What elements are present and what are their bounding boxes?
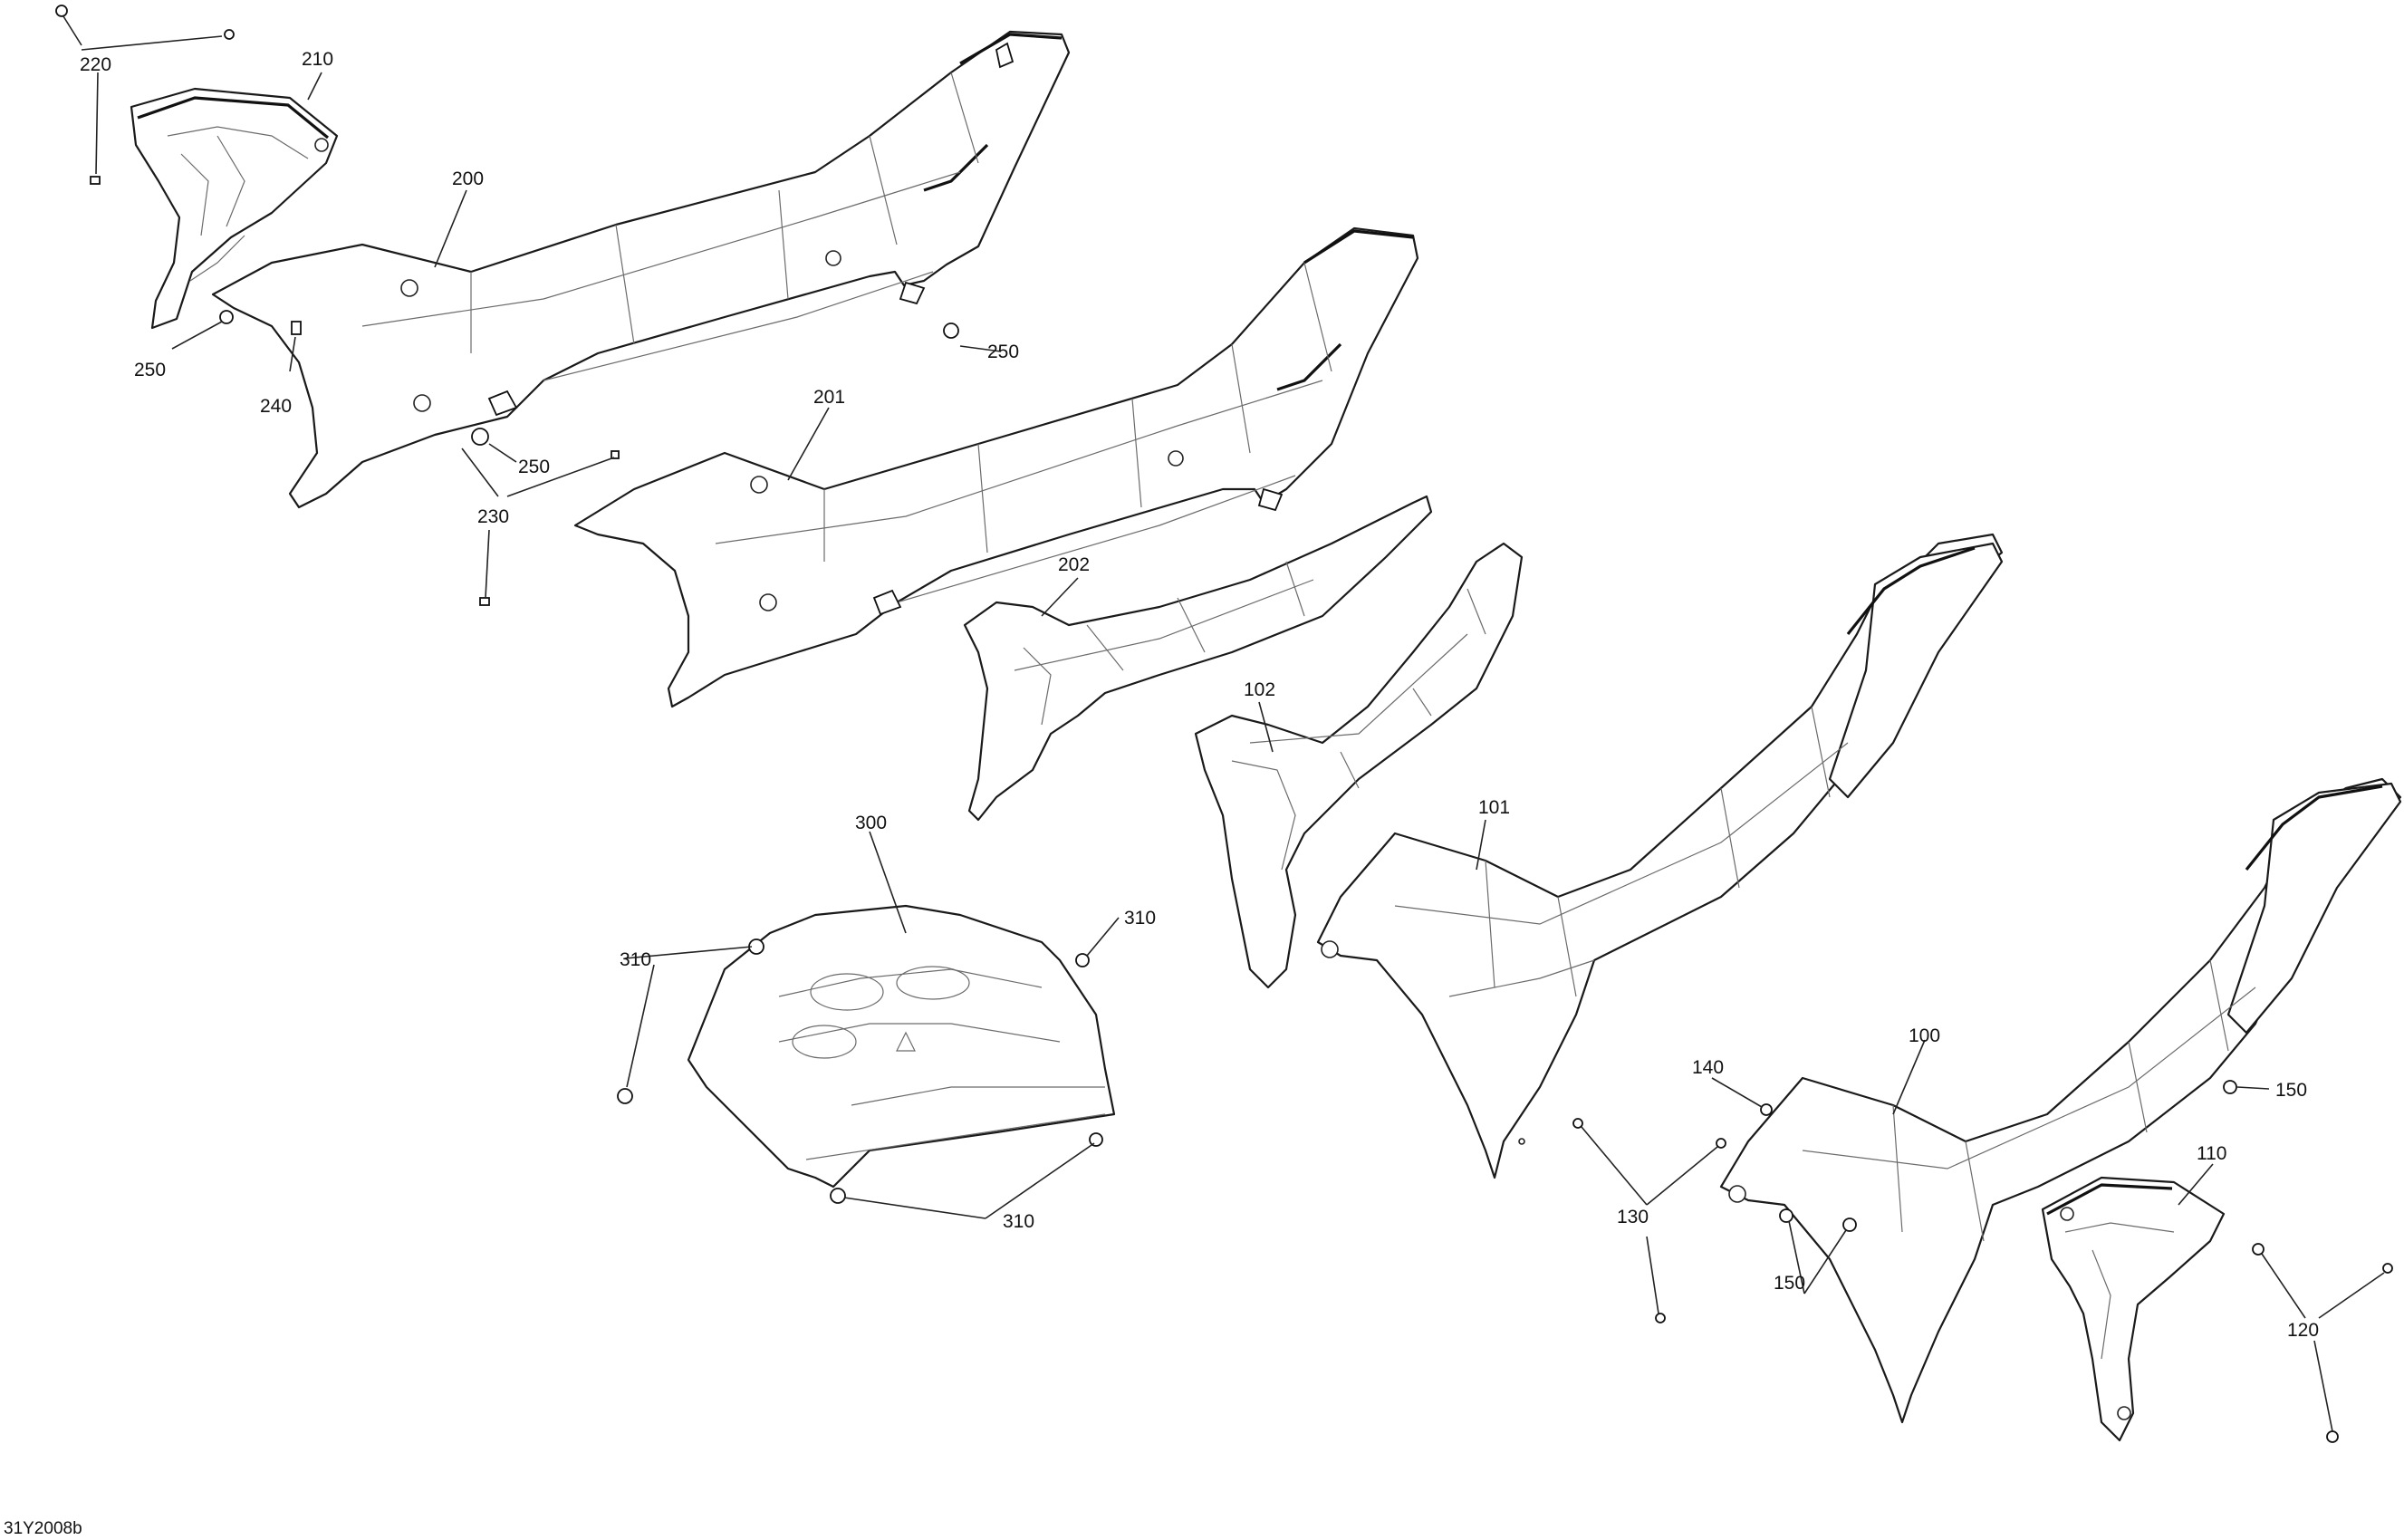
drawing-reference-code: 31Y2008b [4,1519,82,1538]
callout-230: 230 [477,506,509,527]
callout-140: 140 [1692,1057,1724,1078]
part-201-side-panel [573,226,1419,708]
callout-201: 201 [813,387,845,408]
callout-250-right: 250 [987,342,1019,362]
callout-310-bottom: 310 [1003,1211,1034,1232]
part-300-bracket [687,904,1116,1189]
callout-102: 102 [1244,679,1275,700]
callout-101: 101 [1478,797,1510,818]
part-102-heat-shield [1194,542,1524,989]
callout-310-right: 310 [1124,908,1156,929]
callout-200: 200 [452,168,484,189]
callout-130: 130 [1617,1207,1649,1227]
callout-202: 202 [1058,554,1090,575]
part-202-heat-shield [963,495,1433,822]
part-200-side-panel [211,30,1071,509]
callout-110: 110 [2197,1143,2226,1164]
part-210-deflector [130,87,339,330]
callout-300: 300 [855,813,887,833]
part-110-deflector [2041,1176,2226,1442]
callout-310-left: 310 [620,949,651,970]
callout-220: 220 [80,54,111,75]
part-101-side-panel [1316,533,2004,1179]
callout-210: 210 [302,49,333,70]
part-100-side-panel [1719,777,2402,1424]
callout-labels: 220 210 200 250 250 250 240 230 201 202 … [80,49,2319,1341]
callout-100: 100 [1909,1025,1940,1046]
callout-250-center: 250 [518,457,550,477]
leader-lines [63,15,2385,1432]
callout-250-left: 250 [134,360,166,380]
callout-150-bottom: 150 [1774,1273,1805,1294]
callout-150-right: 150 [2275,1080,2307,1101]
callout-240: 240 [260,396,292,417]
hardware-fasteners [55,5,2393,1443]
callout-120: 120 [2287,1320,2319,1341]
